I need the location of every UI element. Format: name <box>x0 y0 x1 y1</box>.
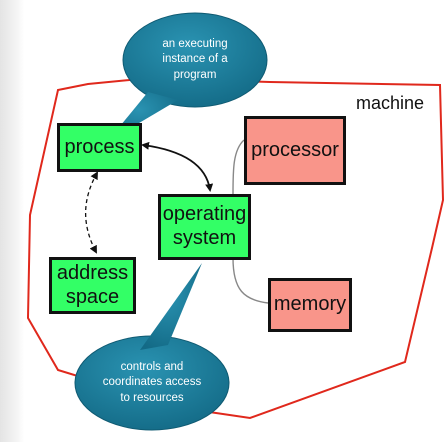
process-os-arrow <box>141 141 214 192</box>
os-memory-connector <box>232 257 269 304</box>
top-callout-text: an executing instance of a program <box>162 37 228 81</box>
process-label: process <box>64 135 135 158</box>
bottom-callout <box>74 263 230 431</box>
operating-system-box: operating system <box>158 194 251 260</box>
memory-label: memory <box>273 293 347 316</box>
address-space-box: address space <box>49 257 136 314</box>
bottom-callout-text: controls and coordinates access to resou… <box>102 360 202 404</box>
processor-label: processor <box>251 138 339 161</box>
process-box: process <box>57 123 142 172</box>
address-space-label: address space <box>56 261 129 308</box>
memory-box: memory <box>268 278 352 332</box>
page-edge-strip <box>0 0 24 442</box>
operating-system-label: operating system <box>162 203 247 249</box>
processor-box: processor <box>244 116 346 185</box>
process-address-space-arrow <box>84 171 98 254</box>
os-processor-connector <box>232 139 245 195</box>
machine-label: machine <box>356 93 425 113</box>
